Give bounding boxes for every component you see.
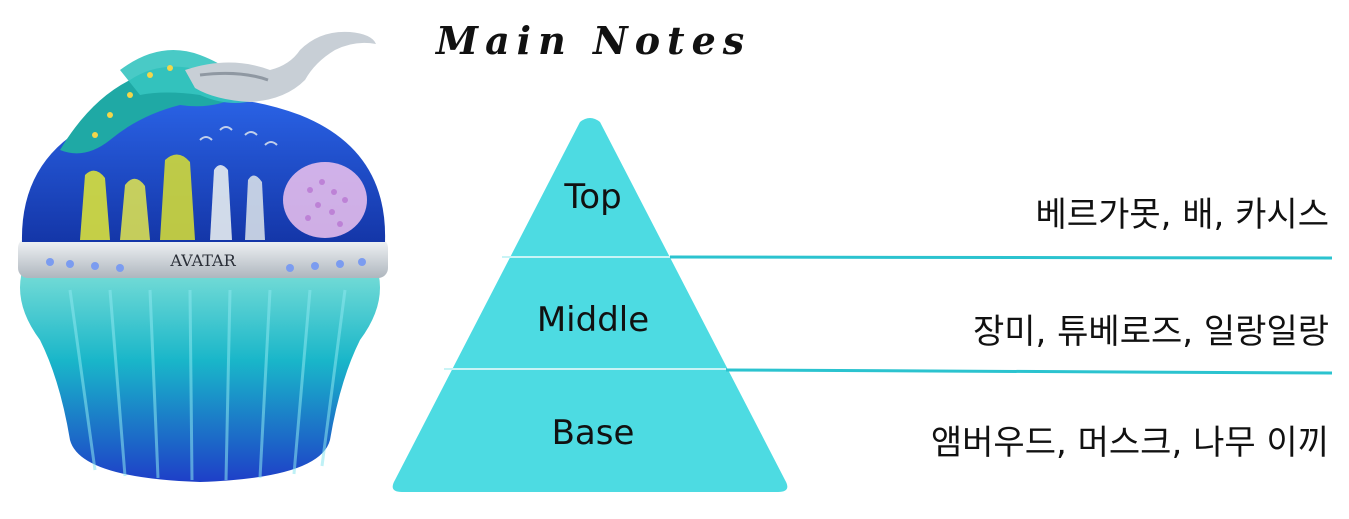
notes-pyramid xyxy=(392,118,1333,492)
middle-note-text: 장미, 튜베로즈, 일랑일랑 xyxy=(972,312,1329,352)
base-note-text: 앰버우드, 머스크, 나무 이끼 xyxy=(930,423,1329,463)
perfume-bottle-image: AVATAR xyxy=(18,31,388,482)
top-note-text: 베르가못, 배, 카시스 xyxy=(1035,195,1329,235)
base-note-label: Base xyxy=(551,413,635,453)
middle-connector-line xyxy=(725,368,1333,375)
middle-note-label: Middle xyxy=(536,300,650,340)
top-note-label: Top xyxy=(564,177,622,217)
top-connector-line xyxy=(669,255,1333,260)
page-title: Main Notes xyxy=(436,18,752,63)
bottle-label: AVATAR xyxy=(169,251,236,270)
pyramid-shape xyxy=(392,118,788,492)
